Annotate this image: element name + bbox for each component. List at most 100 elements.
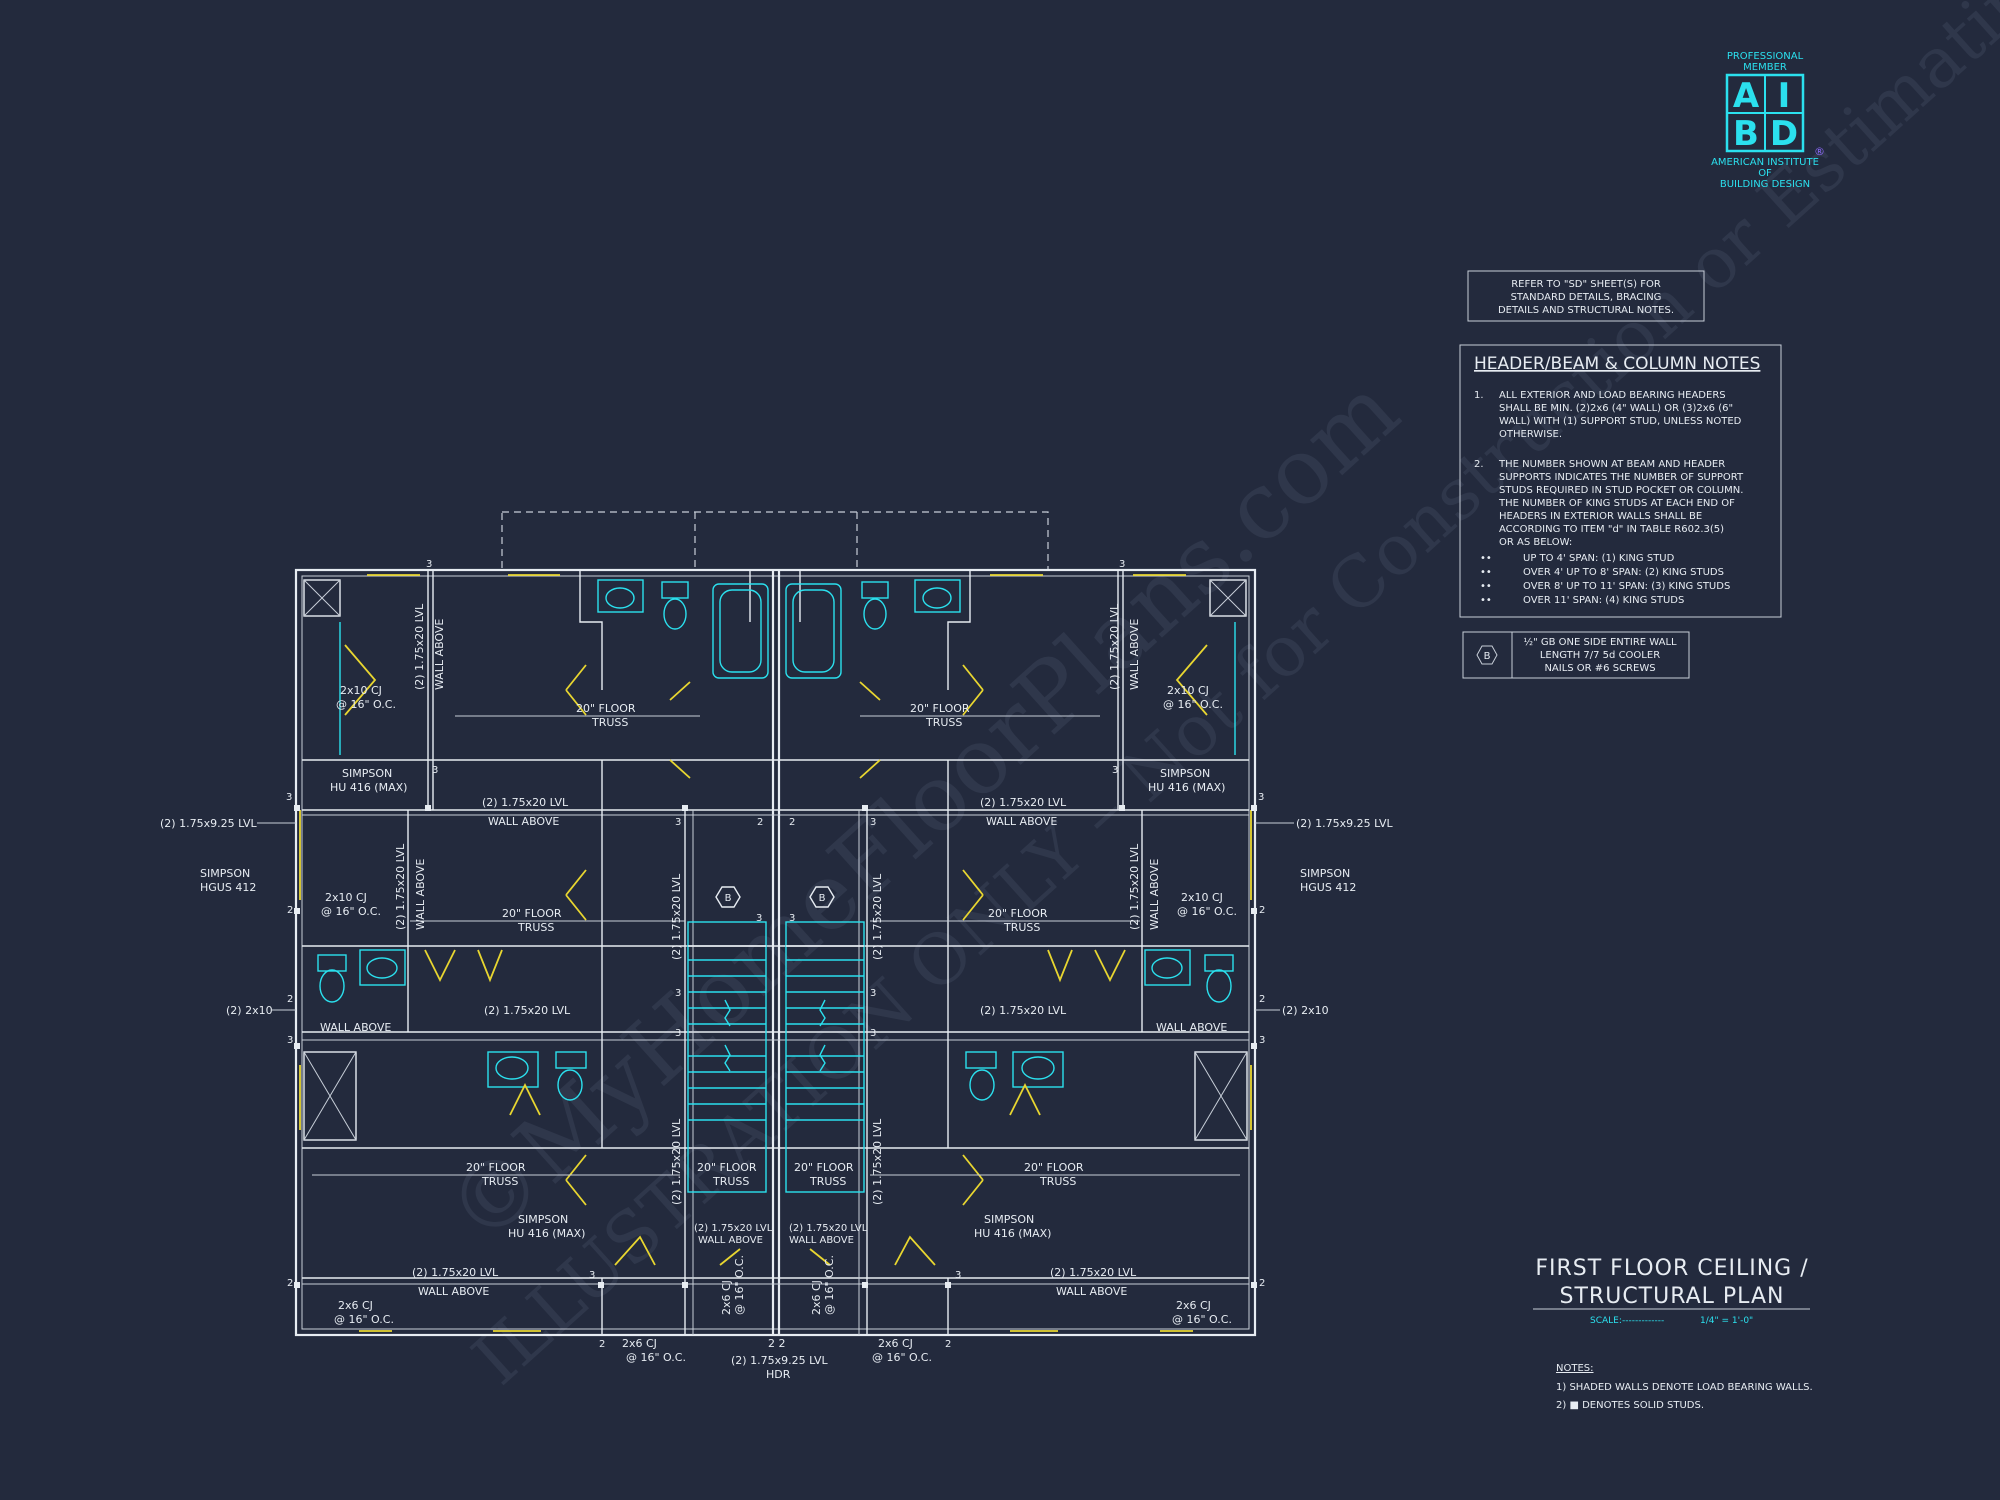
note-2-bullet: UP TO 4' SPAN: (1) KING STUD: [1523, 553, 1675, 564]
stud-count: 3: [675, 1028, 681, 1039]
spacing-label: @ 16" O.C.: [733, 1255, 746, 1315]
general-notes: NOTES: 1) SHADED WALLS DENOTE LOAD BEARI…: [1556, 1363, 1813, 1411]
notes-item: 1) SHADED WALLS DENOTE LOAD BEARING WALL…: [1556, 1382, 1813, 1393]
beam-label: (2) 1.75x20 LVL: [412, 1266, 499, 1279]
hanger-label: SIMPSON: [342, 767, 392, 780]
sink-icon: [914, 579, 961, 613]
logo-bottom-line-3: BUILDING DESIGN: [1720, 179, 1810, 190]
logo-bottom-line-2: OF: [1758, 168, 1772, 179]
truss-label: TRUSS: [809, 1175, 846, 1188]
stud-count: 3: [756, 913, 762, 924]
cj-label: 2x6 CJ: [810, 1280, 823, 1315]
wall-above-label: WALL ABOVE: [789, 1235, 854, 1246]
note-2-line: STUDS REQUIRED IN STUD POCKET OR COLUMN.: [1499, 485, 1743, 496]
stud-count: 2 2: [768, 1337, 786, 1350]
beam-label: (2) 1.75x20 LVL: [1128, 843, 1141, 930]
bullet-mark: ••: [1480, 595, 1492, 606]
wall-above-label: WALL ABOVE: [986, 815, 1057, 828]
refer-note-line: REFER TO "SD" SHEET(S) FOR: [1511, 279, 1661, 290]
logo-bottom-line-1: AMERICAN INSTITUTE: [1711, 157, 1819, 168]
stair-right: [785, 921, 865, 1193]
cj-label: 2x6 CJ: [338, 1299, 373, 1312]
wall-above-label: WALL ABOVE: [1128, 619, 1141, 690]
drawing-title: FIRST FLOOR CEILING / STRUCTURAL PLAN SC…: [1533, 1256, 1810, 1326]
hex-tag-icon: [1476, 645, 1498, 665]
logo-top2-text: MEMBER: [1743, 62, 1787, 73]
title-line-1: FIRST FLOOR CEILING /: [1535, 1256, 1808, 1281]
stud-count: 2: [1259, 905, 1265, 916]
truss-label: TRUSS: [591, 716, 628, 729]
beam-label: (2) 1.75x20 LVL: [413, 603, 426, 690]
notes-item: 2) ■ DENOTES SOLID STUDS.: [1556, 1400, 1704, 1411]
stud-count: 2: [757, 817, 763, 828]
hanger-label: HU 416 (MAX): [508, 1227, 585, 1240]
header-beam-notes: HEADER/BEAM & COLUMN NOTES 1. ALL EXTERI…: [1459, 344, 1782, 618]
hex-tag-icon: [809, 886, 835, 908]
wall-above-label: WALL ABOVE: [320, 1021, 391, 1034]
stud-count: 3: [589, 1270, 595, 1281]
wall-above-label: WALL ABOVE: [418, 1285, 489, 1298]
logo-letter-d: D: [1770, 114, 1798, 154]
stud-count: 3: [675, 988, 681, 999]
stud-count: 3: [426, 559, 432, 570]
stud-count: 3: [870, 817, 876, 828]
bathtub-icon: [785, 583, 842, 679]
spacing-label: @ 16" O.C.: [626, 1351, 686, 1364]
beam-label: (2) 1.75x20 LVL: [1050, 1266, 1137, 1279]
stud-count: 2: [287, 905, 293, 916]
hex-tag-icon: [715, 886, 741, 908]
beam-label: (2) 1.75x9.25 LVL: [160, 817, 258, 830]
stud-count: 3: [1258, 792, 1264, 803]
scale-dashes: -------------: [1622, 1316, 1664, 1326]
cj-label: 2x10 CJ: [325, 891, 367, 904]
header-notes-title: HEADER/BEAM & COLUMN NOTES: [1474, 354, 1760, 374]
truss-label: TRUSS: [1039, 1175, 1076, 1188]
gb-tag-letter: B: [1484, 651, 1491, 662]
bullet-mark: ••: [1480, 581, 1492, 592]
note-2-line: SUPPORTS INDICATES THE NUMBER OF SUPPORT: [1499, 472, 1744, 483]
header-label: (2) 2x10: [1282, 1004, 1329, 1017]
sink-icon: [597, 579, 644, 613]
cj-label: 2x10 CJ: [340, 684, 382, 697]
spacing-label: @ 16" O.C.: [1172, 1313, 1232, 1326]
stud-count: 2: [287, 994, 293, 1005]
cj-label: 2x6 CJ: [720, 1280, 733, 1315]
stud-count: 3: [955, 1270, 961, 1281]
gb-note-line: NAILS OR #6 SCREWS: [1544, 663, 1655, 674]
note-1-line: SHALL BE MIN. (2)2x6 (4" WALL) OR (3)2x6…: [1499, 403, 1733, 414]
solid-studs: [294, 805, 1257, 1288]
toilet-icon: [661, 581, 689, 599]
spacing-label: @ 16" O.C.: [872, 1351, 932, 1364]
refer-note-box: REFER TO "SD" SHEET(S) FOR STANDARD DETA…: [1467, 270, 1705, 322]
note-2-line: ACCORDING TO ITEM "d" IN TABLE R602.3(5): [1499, 524, 1724, 535]
note-2-line: OR AS BELOW:: [1499, 537, 1572, 548]
bullet-mark: ••: [1480, 553, 1492, 564]
wall-above-label: WALL ABOVE: [698, 1235, 763, 1246]
truss-label: TRUSS: [712, 1175, 749, 1188]
floor-plan: (2) 1.75x20 LVL WALL ABOVE (2) 1.75x20 L…: [160, 511, 1394, 1381]
spacing-label: @ 16" O.C.: [336, 698, 396, 711]
gb-note-line: LENGTH 7/7 5d COOLER: [1540, 650, 1660, 661]
truss-label: 20" FLOOR: [697, 1161, 757, 1174]
hanger-label: SIMPSON: [200, 867, 250, 880]
beam-label: (2) 1.75x20 LVL: [394, 843, 407, 930]
header-label: HDR: [766, 1368, 791, 1381]
notes-heading: NOTES:: [1556, 1363, 1594, 1374]
shower-icon: [303, 1051, 357, 1141]
truss-label: 20" FLOOR: [466, 1161, 526, 1174]
spacing-label: @ 16" O.C.: [1163, 698, 1223, 711]
hanger-label: SIMPSON: [1300, 867, 1350, 880]
title-line-2: STRUCTURAL PLAN: [1560, 1284, 1785, 1309]
truss-label: TRUSS: [925, 716, 962, 729]
beam-label: (2) 1.75x9.25 LVL: [1296, 817, 1394, 830]
hanger-label: HU 416 (MAX): [1148, 781, 1225, 794]
beam-label: (2) 1.75x20 LVL: [871, 1118, 884, 1205]
stud-count: 3: [287, 1035, 293, 1046]
truss-label: TRUSS: [1003, 921, 1040, 934]
stud-count: 3: [1119, 559, 1125, 570]
beam-label: (2) 1.75x20 LVL: [980, 796, 1067, 809]
stair-left: [687, 921, 767, 1193]
cj-label: 2x10 CJ: [1181, 891, 1223, 904]
hanger-label: HGUS 412: [1300, 881, 1356, 894]
